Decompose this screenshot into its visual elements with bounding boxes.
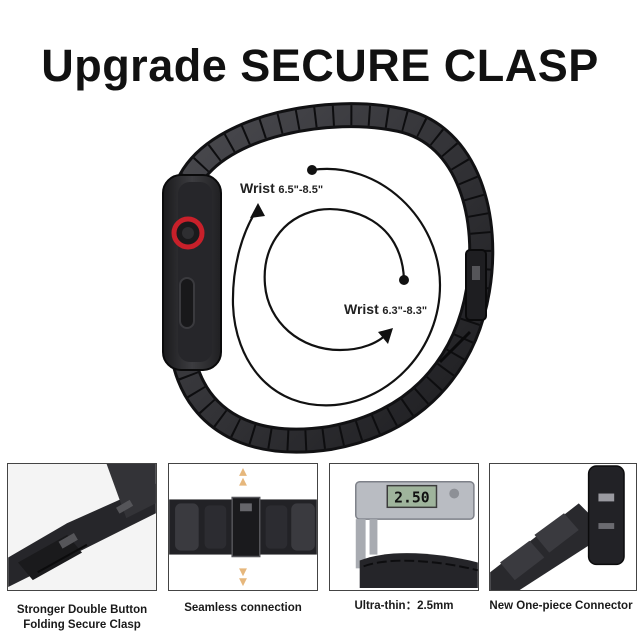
feature-caption-thickness: Ultra-thin：2.5mm [354, 600, 454, 612]
clasp-lever [438, 330, 472, 364]
inner-arc-start-dot [399, 275, 409, 285]
headline: Upgrade SECURE CLASP [41, 40, 599, 91]
watch-band-illustration [162, 102, 495, 454]
outer-wrist-label: Wrist 6.5"-8.5" [240, 180, 323, 196]
clasp-closeup-image [8, 464, 156, 590]
watch-crown-center [182, 227, 194, 239]
inner-arrow-head-icon [378, 328, 393, 344]
inner-wrist-range: 6.3"-8.3" [382, 305, 428, 317]
connector-image [490, 464, 636, 590]
clasp [465, 249, 487, 321]
band-links [175, 105, 492, 451]
feature-caption-clasp: Stronger Double Button Folding Secure Cl… [16, 604, 148, 631]
watch-side-button [179, 277, 195, 329]
clasp-button [472, 266, 480, 280]
inner-wrist-arc [263, 208, 406, 352]
feature-panel-clasp [7, 463, 157, 591]
down-arrow-icon [239, 578, 247, 587]
outer-arrow-head-icon [250, 203, 265, 218]
caliper-measurement-image: 2.50 [330, 464, 478, 590]
feature-panel-connector [489, 463, 637, 591]
outer-wrist-word: Wrist [240, 180, 275, 196]
watch-side [178, 182, 212, 362]
caliper-reading: 2.50 [394, 489, 430, 506]
outer-arc-start-dot [307, 165, 317, 175]
outer-wrist-range: 6.5"-8.5" [278, 184, 324, 196]
up-arrow-icon [239, 467, 247, 476]
outer-wrist-arc [231, 167, 442, 407]
hero-product-image [0, 100, 640, 455]
feature-caption-connector: New One-piece Connector [489, 600, 633, 612]
caliper-display [386, 484, 438, 509]
feature-panel-thickness: 2.50 [329, 463, 479, 591]
feature-panel-seamless [168, 463, 318, 591]
feature-caption-seamless: Seamless connection [184, 602, 302, 614]
band-link-segments [175, 105, 492, 451]
inner-wrist-word: Wrist [344, 301, 379, 317]
inner-wrist-label: Wrist 6.3"-8.3" [344, 301, 427, 317]
seamless-links-image [169, 464, 317, 590]
